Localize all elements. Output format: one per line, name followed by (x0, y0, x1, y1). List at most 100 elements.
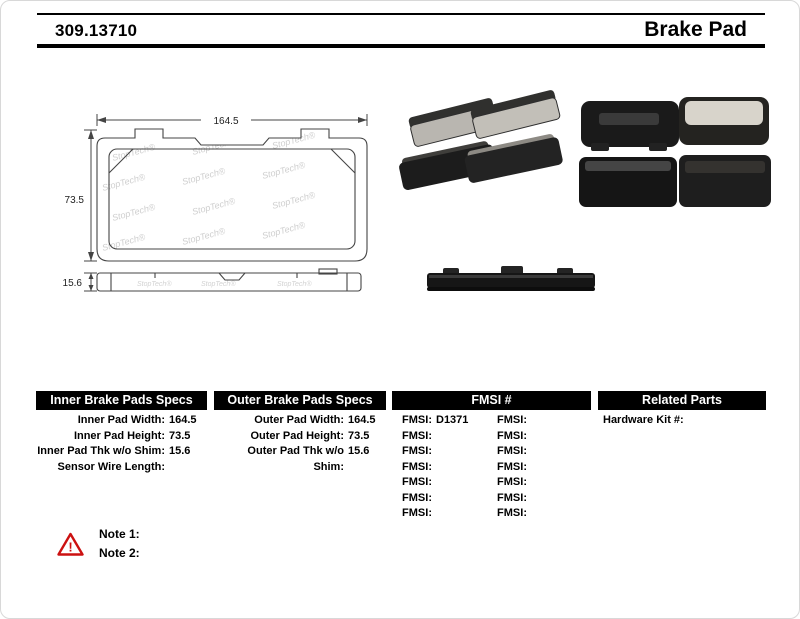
svg-text:StopTech®: StopTech® (101, 172, 147, 193)
svg-text:StopTech®: StopTech® (277, 280, 312, 288)
table-row: FMSI: FMSI: (392, 444, 591, 460)
part-number: 309.13710 (55, 21, 138, 40)
svg-text:StopTech®: StopTech® (101, 232, 147, 253)
product-photo-pads-front (579, 97, 771, 207)
table-row: Inner Pad Thk w/o Shim: 15.6 (36, 444, 207, 460)
warning-icon: ! (57, 532, 84, 556)
spec-value (165, 460, 207, 476)
fmsi-value (432, 460, 487, 476)
watermark-pattern-side: StopTech® StopTech® StopTech® (137, 280, 312, 288)
fmsi-label: FMSI: (497, 460, 527, 473)
product-photo-pad-edge (427, 266, 595, 291)
inner-specs-table: Inner Brake Pads Specs Inner Pad Width: … (36, 391, 207, 475)
note-2: Note 2: (99, 546, 140, 560)
thickness-dimension (84, 272, 97, 292)
technical-drawing: 164.5 73.5 StopTech® StopTech® StopTech®… (63, 114, 368, 292)
svg-text:StopTech®: StopTech® (111, 202, 157, 223)
fmsi-label: FMSI: (402, 445, 432, 457)
note-lines: Note 1: Note 2: (99, 525, 140, 563)
svg-text:StopTech®: StopTech® (191, 136, 237, 157)
fmsi-label: FMSI: (497, 491, 527, 504)
svg-text:StopTech®: StopTech® (261, 220, 307, 241)
spec-label: Outer Pad Thk w/o Shim: (247, 445, 344, 473)
table-row: Sensor Wire Length: (36, 460, 207, 476)
table-row: Hardware Kit #: (598, 413, 766, 429)
svg-text:StopTech®: StopTech® (181, 166, 227, 187)
fmsi-label: FMSI: (497, 429, 527, 442)
fmsi-label: FMSI: (497, 414, 527, 426)
svg-text:StopTech®: StopTech® (181, 226, 227, 247)
fmsi-value (432, 444, 487, 460)
fmsi-label: FMSI: (402, 429, 432, 442)
fmsi-label: FMSI: (497, 445, 527, 457)
spec-value: 73.5 (169, 429, 191, 442)
dim-width-label: 164.5 (213, 116, 238, 127)
table-row: FMSI: D1371 FMSI: (392, 413, 591, 429)
fmsi-value (527, 506, 591, 522)
spec-label: Inner Pad Height: (73, 429, 165, 442)
svg-text:StopTech®: StopTech® (271, 190, 317, 211)
fmsi-value: D1371 (436, 414, 469, 426)
fmsi-value (527, 460, 591, 476)
fmsi-value (527, 491, 591, 507)
fmsi-value (527, 475, 591, 491)
fmsi-header: FMSI # (392, 391, 591, 410)
table-row: Outer Pad Height: 73.5 (214, 429, 386, 445)
fmsi-label: FMSI: (402, 491, 432, 504)
spec-value: 15.6 (348, 445, 370, 457)
spec-value: 15.6 (169, 445, 191, 457)
fmsi-value (432, 429, 487, 445)
svg-text:StopTech®: StopTech® (137, 280, 172, 288)
pad-front-view-outline (96, 128, 368, 262)
product-photo-pads-angled (399, 90, 563, 190)
svg-text:StopTech®: StopTech® (261, 160, 307, 181)
table-row: FMSI: FMSI: (392, 506, 591, 522)
table-row: Outer Pad Width: 164.5 (214, 413, 386, 429)
fmsi-label: FMSI: (402, 460, 432, 473)
spec-label: Inner Pad Thk w/o Shim: (37, 445, 165, 457)
fmsi-label: FMSI: (497, 476, 527, 488)
height-dimension (84, 129, 97, 262)
svg-text:!: ! (68, 539, 72, 554)
pad-side-view-outline (96, 268, 362, 292)
fmsi-value (432, 506, 487, 522)
inner-specs-header: Inner Brake Pads Specs (36, 391, 207, 410)
fmsi-label: FMSI: (402, 476, 432, 488)
table-row: Inner Pad Height: 73.5 (36, 429, 207, 445)
page-title: Brake Pad (644, 18, 747, 41)
fmsi-label: FMSI: (497, 507, 527, 519)
width-dimension (96, 114, 368, 126)
fmsi-label: FMSI: (402, 507, 432, 519)
fmsi-label: FMSI: (402, 414, 432, 426)
outer-specs-table: Outer Brake Pads Specs Outer Pad Width: … (214, 391, 386, 475)
related-parts-table: Related Parts Hardware Kit #: (598, 391, 766, 429)
fmsi-value (527, 429, 591, 445)
outer-specs-header: Outer Brake Pads Specs (214, 391, 386, 410)
spec-value: 73.5 (348, 429, 370, 442)
fmsi-value (527, 444, 591, 460)
table-row: Outer Pad Thk w/o Shim: 15.6 (214, 444, 386, 475)
table-row: FMSI: FMSI: (392, 491, 591, 507)
spec-label: Inner Pad Width: (77, 414, 165, 426)
spec-value: 164.5 (169, 414, 197, 426)
spec-label: Outer Pad Height: (250, 429, 344, 442)
svg-text:StopTech®: StopTech® (191, 196, 237, 217)
watermark-pattern: StopTech® StopTech® StopTech® StopTech® … (101, 130, 317, 253)
svg-text:StopTech®: StopTech® (201, 280, 236, 288)
fmsi-table: FMSI # FMSI: D1371 FMSI: FMSI: FMSI: FMS… (392, 391, 591, 522)
note-1: Note 1: (99, 527, 140, 541)
related-parts-header: Related Parts (598, 391, 766, 410)
spec-label: Outer Pad Width: (254, 414, 344, 426)
table-row: FMSI: FMSI: (392, 460, 591, 476)
table-row: FMSI: FMSI: (392, 429, 591, 445)
spec-label: Sensor Wire Length: (57, 460, 165, 473)
spec-label: Hardware Kit #: (603, 414, 684, 426)
spec-value: 164.5 (348, 414, 376, 426)
fmsi-value (527, 413, 591, 429)
svg-text:StopTech®: StopTech® (111, 142, 157, 163)
fmsi-value (432, 491, 487, 507)
dim-height-label: 73.5 (65, 195, 85, 206)
dim-thickness-label: 15.6 (63, 278, 83, 289)
table-row: FMSI: FMSI: (392, 475, 591, 491)
